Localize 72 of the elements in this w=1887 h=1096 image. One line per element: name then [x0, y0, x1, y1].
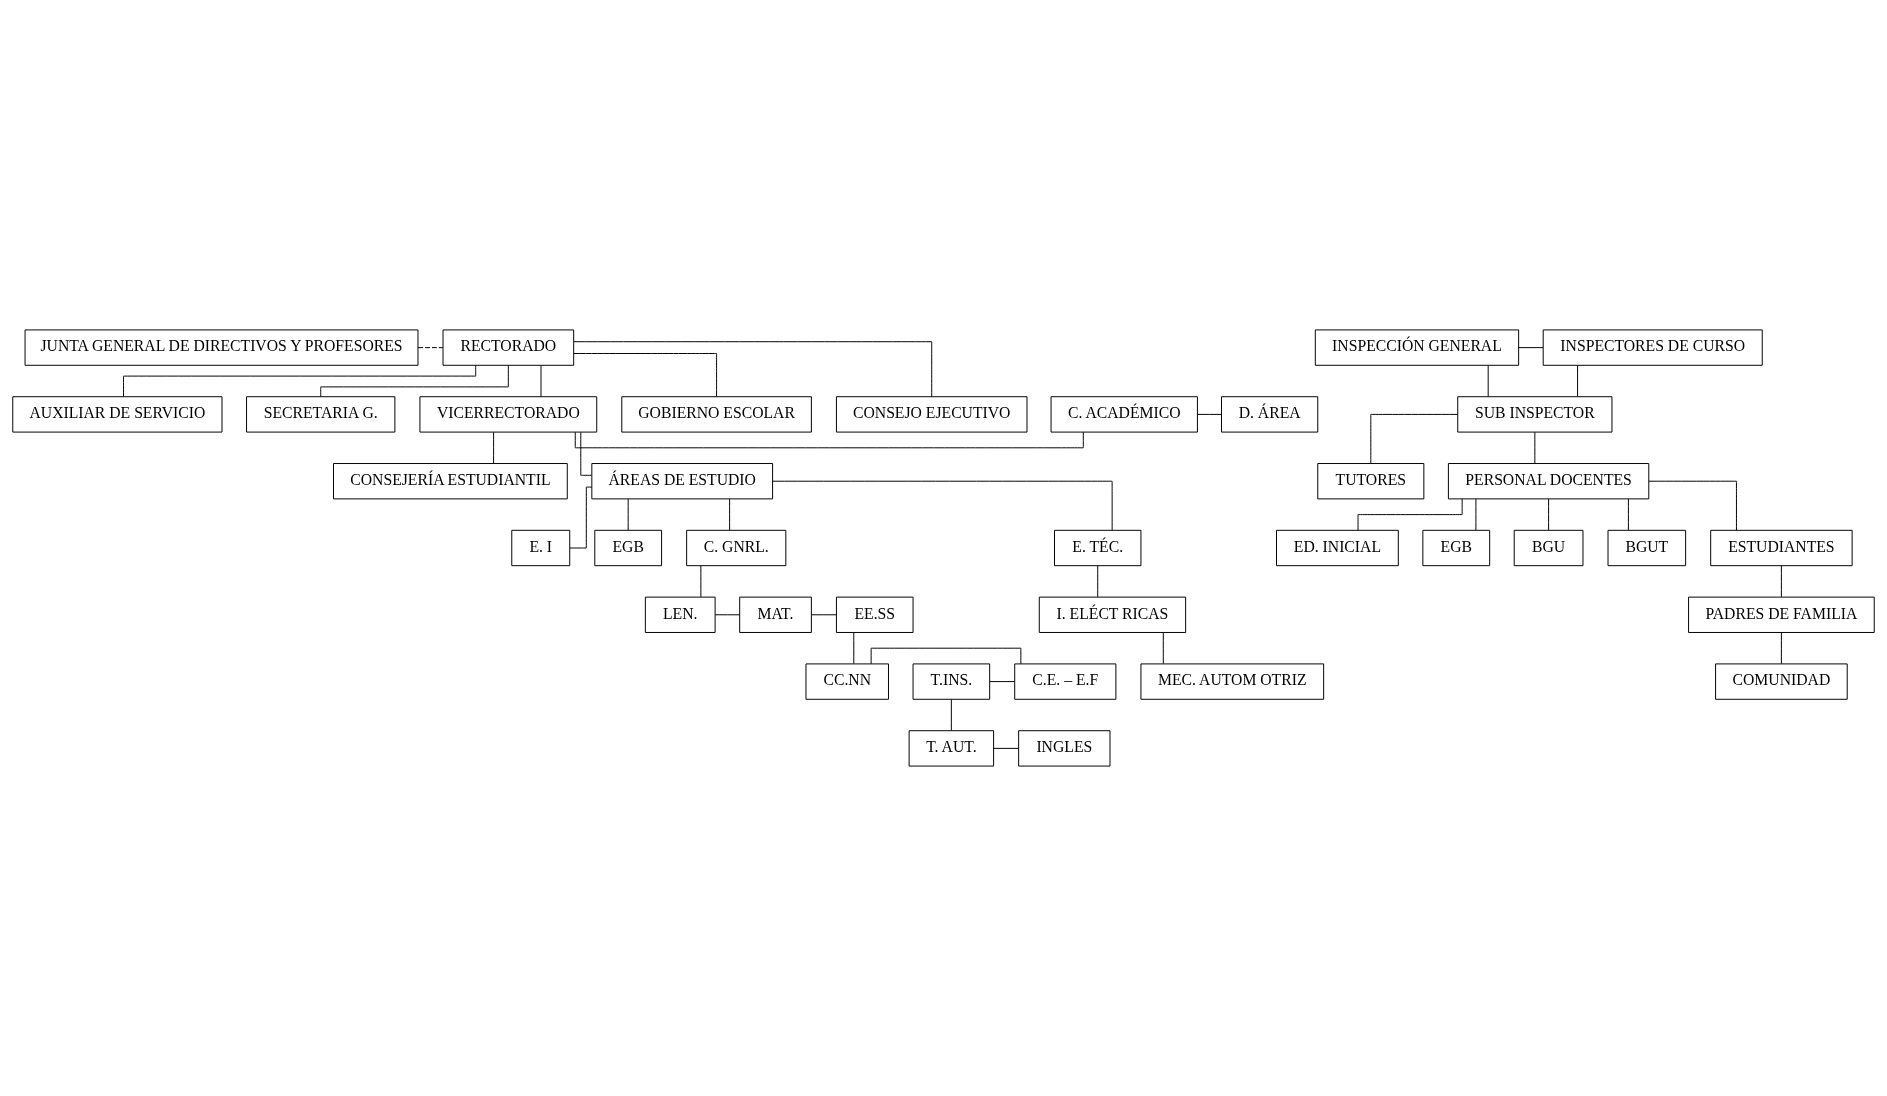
connector: [1357, 498, 1463, 531]
node-box: T.INS.: [912, 663, 991, 700]
node-box: JUNTA GENERAL DE DIRECTIVOS Y PROFESORES: [24, 329, 419, 366]
connector: [320, 364, 509, 397]
connector: [853, 632, 855, 665]
connector: [1577, 365, 1579, 397]
connector: [1780, 565, 1782, 598]
node-box: COMUNIDAD: [1715, 663, 1848, 700]
connector: [1648, 480, 1737, 531]
connector: [627, 498, 629, 531]
connector: [573, 353, 718, 397]
connector: [729, 498, 731, 531]
node-box: MEC. AUTOM OTRIZ: [1140, 663, 1325, 700]
node-box: LEN.: [644, 596, 716, 633]
node-box: VICERRECTORADO: [419, 396, 598, 433]
connector: [1518, 347, 1544, 349]
node-box: GOBIERNO ESCOLAR: [621, 396, 812, 433]
node-box: BGUT: [1607, 529, 1687, 567]
node-box: E. I: [511, 529, 571, 567]
node-box: INSPECTORES DE CURSO: [1542, 329, 1763, 366]
node-box: SUB INSPECTOR: [1457, 396, 1613, 433]
connector: [580, 431, 593, 476]
connector: [493, 431, 495, 464]
node-box: EE.SS: [835, 596, 914, 633]
connector: [1475, 498, 1477, 531]
connector: [540, 365, 542, 397]
connector: [1627, 498, 1629, 531]
node-box: D. ÁREA: [1221, 396, 1319, 433]
node-box: BGU: [1513, 529, 1584, 567]
node-box: INSPECCIÓN GENERAL: [1314, 329, 1520, 366]
node-box: T. AUT.: [908, 730, 995, 767]
node-box: C. GNRL.: [686, 529, 787, 567]
connector: [417, 347, 444, 349]
node-box: EGB: [594, 529, 663, 567]
connector: [1548, 498, 1550, 531]
node-box: ESTUDIANTES: [1710, 529, 1853, 567]
connector: [772, 480, 1113, 531]
connector: [700, 565, 702, 598]
node-box: E. TÉC.: [1054, 529, 1142, 567]
node-box: RECTORADO: [442, 329, 575, 366]
node-box: TUTORES: [1317, 463, 1425, 500]
node-box: SECRETARIA G.: [246, 396, 396, 433]
node-box: C.E. – E.F: [1014, 663, 1117, 700]
connector: [950, 699, 952, 731]
node-box: MAT.: [739, 596, 812, 633]
node-box: CONSEJO EJECUTIVO: [835, 396, 1028, 433]
node-box: ÁREAS DE ESTUDIO: [591, 463, 774, 500]
connector: [1197, 413, 1222, 415]
connector: [574, 431, 1084, 449]
connector: [870, 647, 1022, 665]
connector: [993, 747, 1019, 749]
connector: [1534, 431, 1536, 464]
connector: [1370, 413, 1459, 464]
connector: [714, 614, 741, 616]
connector: [1162, 632, 1164, 665]
node-box: C. ACADÉMICO: [1050, 396, 1198, 433]
connector: [811, 614, 837, 616]
node-box: CONSEJERÍA ESTUDIANTIL: [333, 463, 568, 500]
node-box: EGB: [1422, 529, 1491, 567]
connector: [573, 341, 933, 397]
node-box: I. ELÉCT RICAS: [1038, 596, 1187, 633]
node-box: INGLES: [1018, 730, 1111, 767]
connector: [1097, 565, 1099, 598]
connector: [989, 681, 1015, 683]
node-box: ED. INICIAL: [1276, 529, 1399, 567]
node-box: CC.NN: [805, 663, 889, 700]
node-box: PERSONAL DOCENTES: [1447, 463, 1650, 500]
node-box: AUXILIAR DE SERVICIO: [12, 396, 223, 433]
connector: [569, 486, 593, 549]
node-box: PADRES DE FAMILIA: [1688, 596, 1875, 633]
connector: [1487, 365, 1489, 397]
connector: [1780, 632, 1782, 665]
